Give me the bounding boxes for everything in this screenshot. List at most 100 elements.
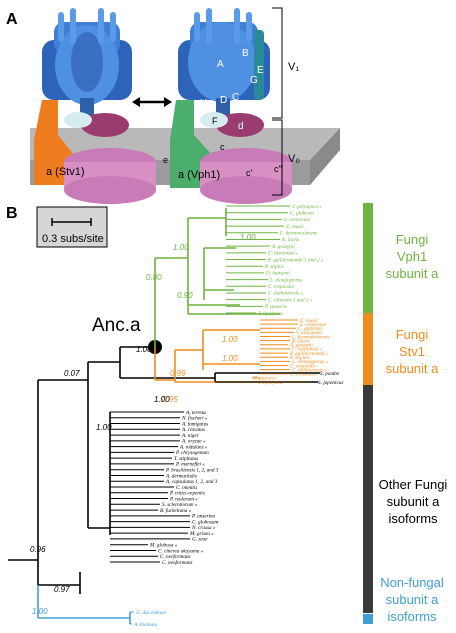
taxon-label: Z. rouxii — [300, 318, 318, 324]
stv1-line-2: Stv1 — [399, 344, 425, 359]
stv1-line-3: subunit a — [386, 361, 440, 376]
tree-backbone — [8, 346, 320, 594]
stv1-line-1: Fungi — [396, 327, 429, 342]
subunit-C: C — [232, 92, 239, 103]
taxon-label: M. grisea « — [189, 531, 214, 537]
taxon-label: S. cerevisiae — [284, 217, 311, 223]
right-v-atpase — [170, 8, 292, 204]
taxon-label: S. japonicus — [318, 380, 343, 386]
subunit-c-prime: c' — [246, 168, 253, 178]
taxon-label: C. albicans « — [290, 372, 318, 378]
vph1-label: a (Vph1) — [178, 169, 220, 181]
taxon-label: P. marneffei « — [175, 461, 205, 468]
boot-stv-mid: 1.00 — [222, 354, 238, 363]
taxon-label: P. guilliermondii « — [289, 351, 329, 357]
domain-brackets — [272, 7, 283, 196]
taxon-label: C. lusitaniae « — [268, 251, 299, 257]
taxon-label: C. dubliniensis « — [292, 367, 327, 373]
group-vph1-label: Fungi Vph1 subunit a — [386, 232, 440, 281]
taxon-label: D. discoideum — [135, 610, 166, 616]
vph1-line-3: subunit a — [386, 266, 440, 281]
boot-vph-top: 1.00 — [240, 233, 256, 242]
taxon-label: A. dermatitidis — [165, 473, 197, 479]
taxon-label: Y. lipolytica — [258, 311, 283, 317]
swap-arrow — [132, 97, 172, 107]
taxon-label: C. albicans 1 and 2 « — [268, 297, 313, 303]
boot-stv-top: 1.00 — [222, 335, 238, 344]
boot-097: 0.97 — [54, 585, 70, 594]
taxon-label: A. niger — [181, 433, 200, 439]
taxon-label: Y. lipolytica — [258, 380, 283, 386]
taxon-label: C. lusitaniae « — [292, 347, 323, 353]
taxon-label: G. zeae — [192, 537, 208, 543]
taxon-label: C. neoformans — [160, 553, 191, 560]
taxon-label: P. tritici-repentis — [169, 491, 205, 497]
taxon-label: C. immitis — [176, 485, 197, 491]
other-group-bar — [363, 385, 373, 613]
taxon-label: P. brasiliensis 1, 2, and 3 — [165, 467, 219, 473]
nonfungal-clade — [37, 585, 131, 624]
subunit-c-dprime: c'' — [274, 164, 282, 174]
taxon-label: C. dubliniensis « — [268, 291, 303, 297]
taxon-label: M. globosa « — [149, 542, 178, 548]
taxon-label: P. stipitis — [289, 355, 309, 361]
v1-label: V₁ — [288, 61, 299, 73]
taxa-pombe: S. pombe S. japonicus — [215, 371, 343, 386]
panel-a-letter: A — [6, 11, 18, 28]
boot-096: 0.96 — [30, 545, 46, 554]
subunit-A: A — [217, 59, 224, 70]
boot-vph-mid: 1.00 — [173, 243, 189, 252]
taxon-label: L. thermotolerans — [279, 231, 317, 237]
taxon-label: P. guilliermondii 1 and 2 « — [267, 257, 324, 263]
subunit-F: F — [212, 116, 218, 126]
taxon-label: C. glabrata — [290, 210, 314, 216]
taxon-label: A. terreus — [185, 410, 206, 416]
boot-nonfungal: 1.00 — [32, 607, 48, 616]
taxon-label: T. stipitatus — [174, 456, 198, 462]
vph1-line-1: Fungi — [396, 232, 429, 247]
subunit-d: d — [238, 121, 244, 132]
taxon-label: P. stipitis — [264, 264, 284, 270]
nonfungal-line-2: subunit a — [386, 592, 440, 607]
scale-label: 0.3 subs/site — [42, 233, 104, 245]
taxon-label: C. neoformans — [162, 559, 193, 566]
nonfungal-line-1: Non-fungal — [380, 575, 444, 590]
taxon-label: P. anserina — [191, 514, 216, 520]
taxon-label: C. globosum — [192, 519, 218, 525]
boot-stv-low: 0.99 — [170, 369, 186, 378]
taxon-label: A. fumigatus — [181, 420, 208, 427]
taxon-label: A. oryzae « — [181, 439, 206, 445]
boot-vph-low: 0.90 — [177, 291, 193, 300]
taxon-label: A. gossypii — [289, 343, 313, 349]
taxon-label: L. thermotolerans — [291, 334, 329, 340]
stv1-group-bar — [363, 313, 373, 385]
taxon-label: C. tropicalis — [268, 284, 294, 290]
taxon-label: A. nidulans « — [179, 444, 208, 450]
boot-stv-root: 0.95 — [162, 395, 178, 404]
subunit-c: c — [220, 142, 225, 152]
taxon-label: Z. rouxii — [286, 224, 304, 230]
boot-vph-root: 0.80 — [146, 273, 162, 282]
taxon-label: L. elongisporus — [269, 277, 302, 283]
taxon-label: S. pombe — [320, 371, 340, 377]
taxon-label: K. lactis — [281, 237, 299, 243]
subunit-B: B — [242, 48, 249, 59]
taxon-label: C. cinerea okayama « — [158, 548, 204, 554]
boot-other: 1.00 — [96, 423, 112, 432]
vph1-group-bar — [363, 203, 373, 313]
taxon-label: P. pastoris — [253, 376, 276, 382]
subunit-E: E — [257, 65, 264, 76]
taxon-label: C. tropicalis — [290, 363, 316, 369]
taxon-label: P. pastoris — [264, 304, 287, 310]
taxon-label: S. cerevisiae — [300, 322, 327, 328]
taxon-label: P. nodorum « — [169, 496, 198, 502]
taxon-label: A. capsulatus 1, 2, and 3 — [165, 479, 218, 485]
taxon-label: V. polyspora « — [292, 204, 322, 210]
boot-007: 0.07 — [64, 369, 80, 378]
ancestor-label: Anc.a — [92, 315, 141, 336]
